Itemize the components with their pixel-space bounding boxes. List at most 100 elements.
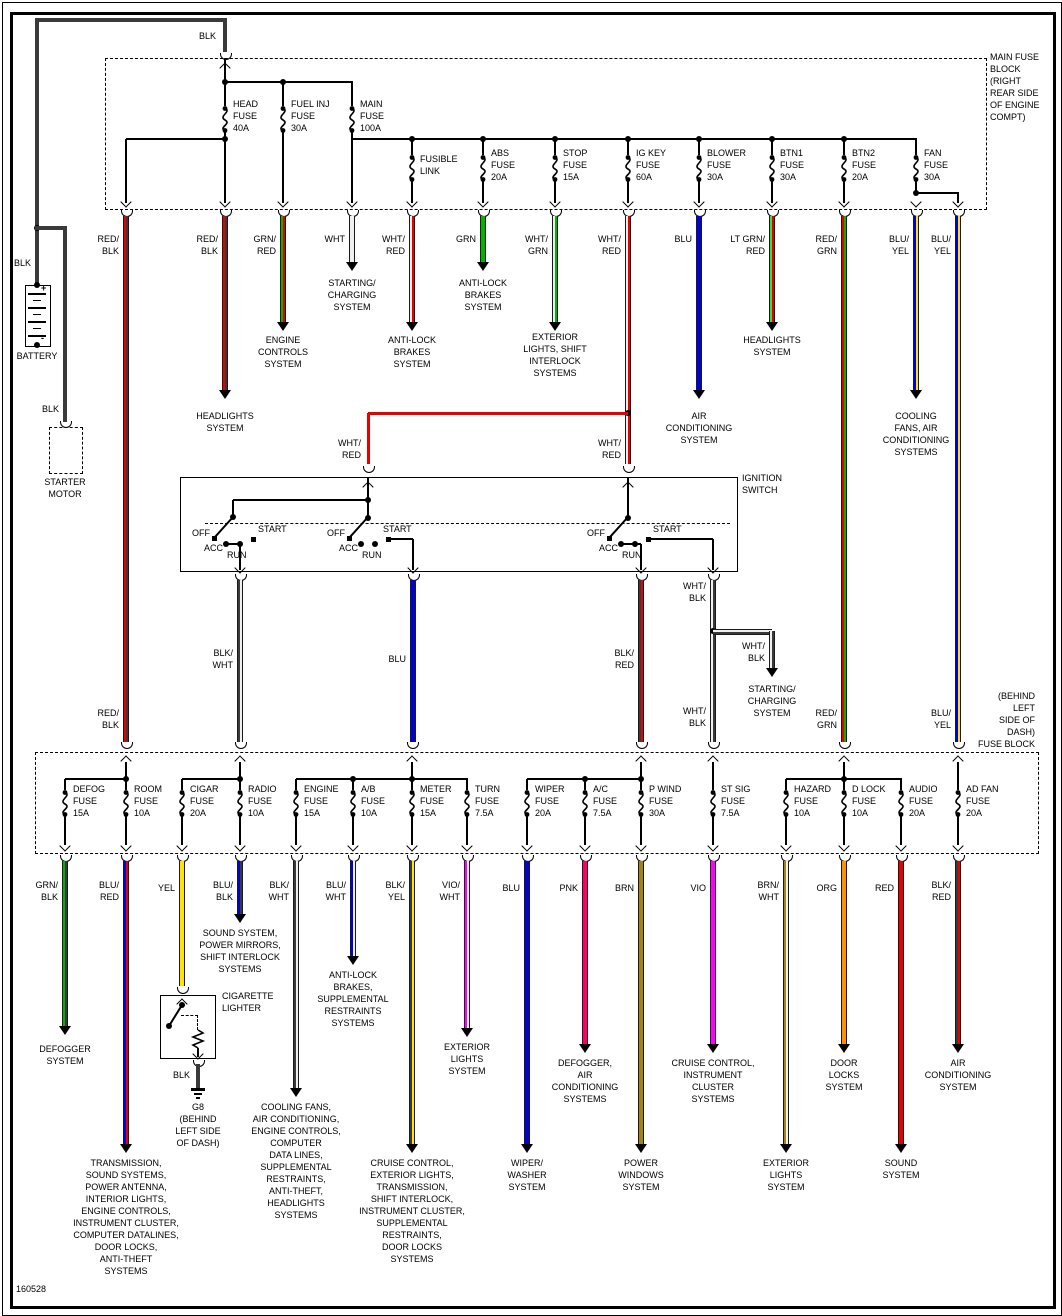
fuse-icon-head: [222, 106, 228, 133]
fuse-label-cigar: 20A: [190, 808, 207, 818]
wire-label: BLK/: [614, 648, 634, 658]
battery-positive-label: +: [41, 283, 47, 293]
fuse-label-turn: TURN: [475, 784, 500, 794]
system-label: SYSTEM: [680, 435, 718, 445]
wire-blk-yel: [409, 861, 415, 1144]
fuse-label-btn1: FUSE: [780, 160, 805, 170]
system-label: AIR: [691, 411, 707, 421]
system-label: DOOR: [830, 1058, 858, 1068]
fuse-label-turn: FUSE: [475, 796, 500, 806]
switch-off-label: OFF: [587, 528, 605, 538]
main-fuse-block-title: REAR SIDE: [990, 88, 1039, 98]
wire-label: BLK/: [213, 648, 233, 658]
fuse-label-p-wind: P WIND: [649, 784, 682, 794]
system-label: SYSTEM: [767, 1182, 805, 1192]
system-label: LIGHTS: [450, 1054, 484, 1064]
ground-icon: [196, 1097, 200, 1099]
wire-label-blk: BLK: [13, 258, 31, 268]
wire-vio: [710, 861, 716, 1044]
wire-segment: [843, 180, 845, 203]
fuse-label-btn1: BTN1: [780, 148, 804, 158]
fuse-label-ac: FUSE: [593, 796, 618, 806]
wire-segment: [957, 816, 959, 845]
system-label: LIGHTS, SHIFT: [523, 344, 587, 354]
system-label: SYSTEM: [753, 347, 791, 357]
arrow-down-icon: [910, 390, 922, 399]
wire-segment: [239, 544, 241, 570]
wire-org: [841, 861, 847, 1044]
wire-segment: [482, 139, 484, 155]
arrow-down-icon: [461, 1028, 473, 1037]
fuse-label-stop: 15A: [563, 172, 580, 182]
switch-acc-label: ACC: [598, 543, 618, 553]
wire-segment: [411, 762, 413, 779]
system-label: TRANSMISSION,: [376, 1182, 448, 1192]
wire-blu-red: [123, 861, 129, 1144]
system-label: RESTRAINTS: [324, 1006, 382, 1016]
wire-label: RED/: [97, 234, 119, 244]
wire-label: WHT/: [683, 581, 706, 591]
cigarette-lighter-label: LIGHTER: [222, 1003, 262, 1013]
main-fuse-block-title: BLOCK: [990, 64, 1021, 74]
fuse-label-meter: FUSE: [420, 796, 445, 806]
system-label: SOUND SYSTEMS,: [85, 1170, 167, 1180]
fuse-label-btn2: FUSE: [852, 160, 877, 170]
fuse-label-blower: BLOWER: [707, 148, 747, 158]
wire-segment: [411, 180, 413, 203]
system-label: ANTI-LOCK: [458, 278, 508, 288]
wire-label: RED/: [815, 708, 837, 718]
system-label: COMPUTER DATALINES,: [73, 1230, 179, 1240]
fuse-icon-btn1: [769, 155, 775, 182]
battery-plate: [28, 321, 46, 323]
arrow-down-icon: [780, 1144, 792, 1153]
system-label: BRAKES: [393, 347, 431, 357]
wire-segment: [640, 762, 642, 779]
fuse-label-room: 10A: [134, 808, 151, 818]
arrow-down-icon: [693, 390, 705, 399]
wire-label: BLU/: [930, 234, 951, 244]
arrow-down-icon: [406, 322, 418, 331]
system-label: DOOR LOCKS: [381, 1242, 443, 1252]
wire-segment: [351, 131, 353, 139]
wire-blu-wht: [350, 861, 356, 956]
wire-label: WHT: [268, 892, 290, 902]
fuse-label-ad-fan: FUSE: [966, 796, 991, 806]
main-fuse-block-title: COMPT): [990, 112, 1026, 122]
wire-segment: [239, 779, 241, 790]
wire-segment: [411, 816, 413, 845]
wire-pnk: [582, 861, 588, 1044]
system-label: SYSTEMS: [104, 1266, 148, 1276]
battery-plate: [33, 300, 41, 301]
wire-label: BLK: [200, 246, 218, 256]
wire-label: GRN/: [253, 234, 277, 244]
system-label: SYSTEM: [882, 1170, 920, 1180]
system-label: INTERIOR LIGHTS,: [85, 1194, 167, 1204]
dash-fuse-block-box: [35, 752, 1039, 854]
system-label: SYSTEM: [206, 423, 244, 433]
system-label: RESTRAINTS,: [266, 1174, 326, 1184]
wire-label: BLU: [388, 654, 406, 664]
switch-contact: [606, 535, 612, 541]
wire-label: BLK: [747, 653, 765, 663]
wire-blu: [410, 580, 416, 742]
arrow-down-icon: [290, 1088, 302, 1097]
wire-label: BLK: [688, 718, 706, 728]
fuse-label-room: ROOM: [134, 784, 162, 794]
wire-blk: [35, 18, 227, 22]
system-label: WINDOWS: [618, 1170, 664, 1180]
fuse-label-wiper: WIPER: [535, 784, 565, 794]
arrow-down-icon: [277, 322, 289, 331]
starter-motor-box: [49, 427, 83, 474]
wire-segment: [412, 539, 414, 570]
system-label: STARTING/: [748, 684, 796, 694]
wire-segment: [843, 816, 845, 845]
wire-segment: [712, 816, 714, 845]
arrow-down-icon: [895, 1144, 907, 1153]
wire-label: BLK: [40, 892, 58, 902]
system-label: STARTING/: [328, 278, 376, 288]
system-label: AIR CONDITIONING,: [252, 1114, 340, 1124]
wire-label: BLU/: [325, 880, 346, 890]
fuse-label-blower: 30A: [707, 172, 724, 182]
junction-dot: [34, 342, 40, 348]
fuse-label-hazard: FUSE: [794, 796, 819, 806]
